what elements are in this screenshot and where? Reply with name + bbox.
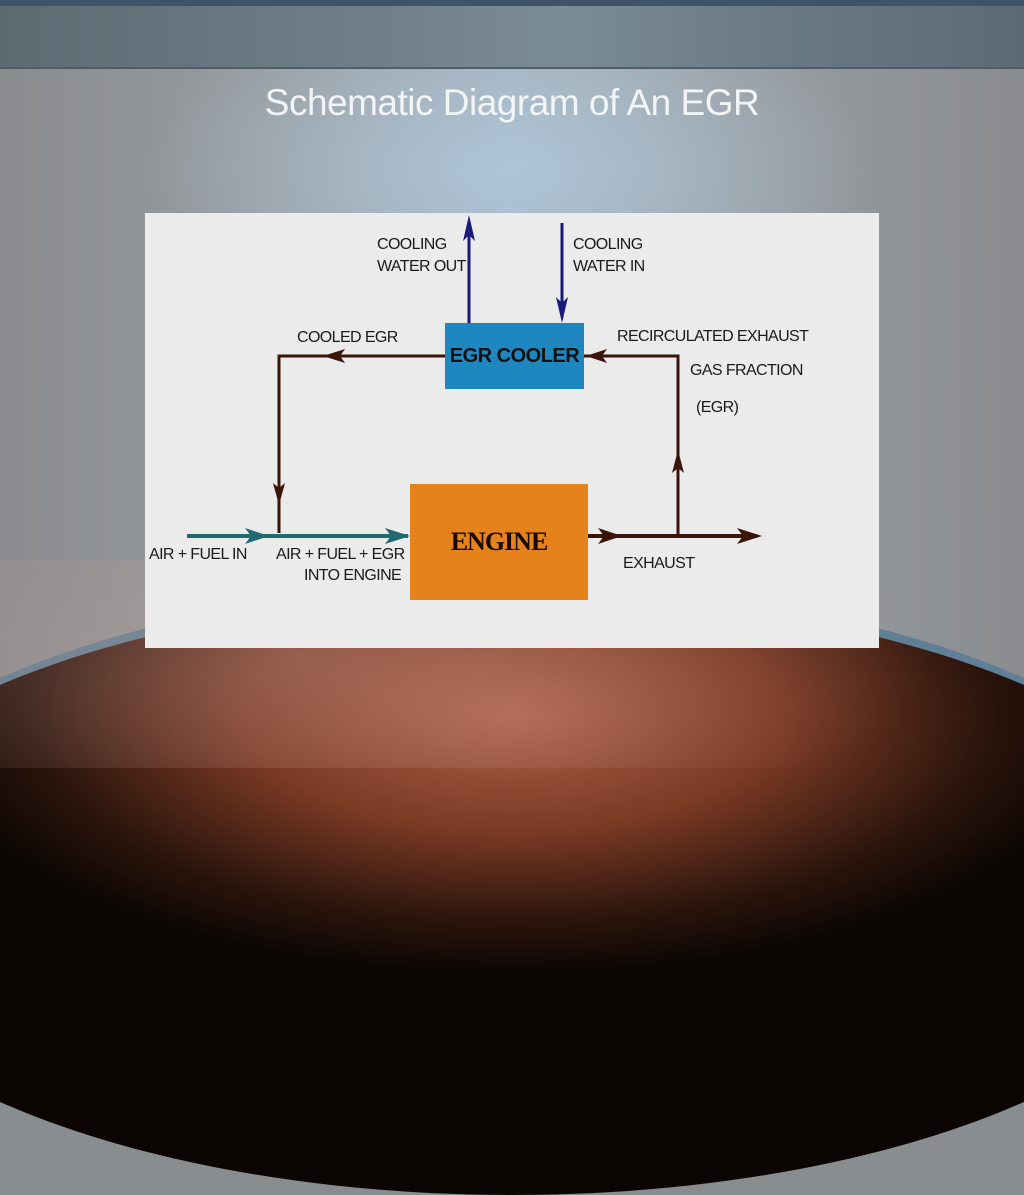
label-air-fuel-in: AIR + FUEL IN (149, 546, 247, 563)
egr-cooler-box: EGR COOLER (445, 323, 584, 389)
cooling-water-out-arrow (463, 215, 475, 323)
label-cooling-water-out-line1: COOLING (377, 236, 447, 253)
header-band (0, 6, 1024, 69)
cooling-water-in-arrow (556, 223, 568, 323)
label-exhaust: EXHAUST (623, 555, 695, 572)
label-cooled-egr: COOLED EGR (297, 329, 398, 346)
intake-arrow (187, 528, 410, 544)
recirculated-exhaust-arrow (584, 349, 684, 536)
label-recirculated-line3: (EGR) (696, 399, 739, 416)
label-cooling-water-in-line2: WATER IN (573, 258, 645, 275)
label-recirculated-line1: RECIRCULATED EXHAUST (617, 328, 809, 345)
bottom-decorative-wave (0, 585, 1024, 1195)
cooled-egr-arrow (273, 349, 445, 533)
egr-cooler-label: EGR COOLER (449, 344, 580, 367)
label-air-fuel-egr-line2: INTO ENGINE (304, 567, 402, 584)
label-air-fuel-egr-line1: AIR + FUEL + EGR (276, 546, 405, 563)
label-recirculated-line2: GAS FRACTION (690, 362, 803, 379)
engine-label: ENGINE (450, 527, 549, 556)
top-accent-bar (0, 0, 1024, 6)
label-cooling-water-in-line1: COOLING (573, 236, 643, 253)
slide-title: Schematic Diagram of An EGR (264, 82, 760, 123)
label-cooling-water-out-line2: WATER OUT (377, 258, 466, 275)
egr-schematic-diagram: COOLING WATER OUT COOLING WATER IN COOLE… (145, 213, 879, 648)
exhaust-arrow (588, 528, 762, 544)
flow-arrows (187, 215, 762, 544)
engine-box: ENGINE (410, 484, 588, 600)
